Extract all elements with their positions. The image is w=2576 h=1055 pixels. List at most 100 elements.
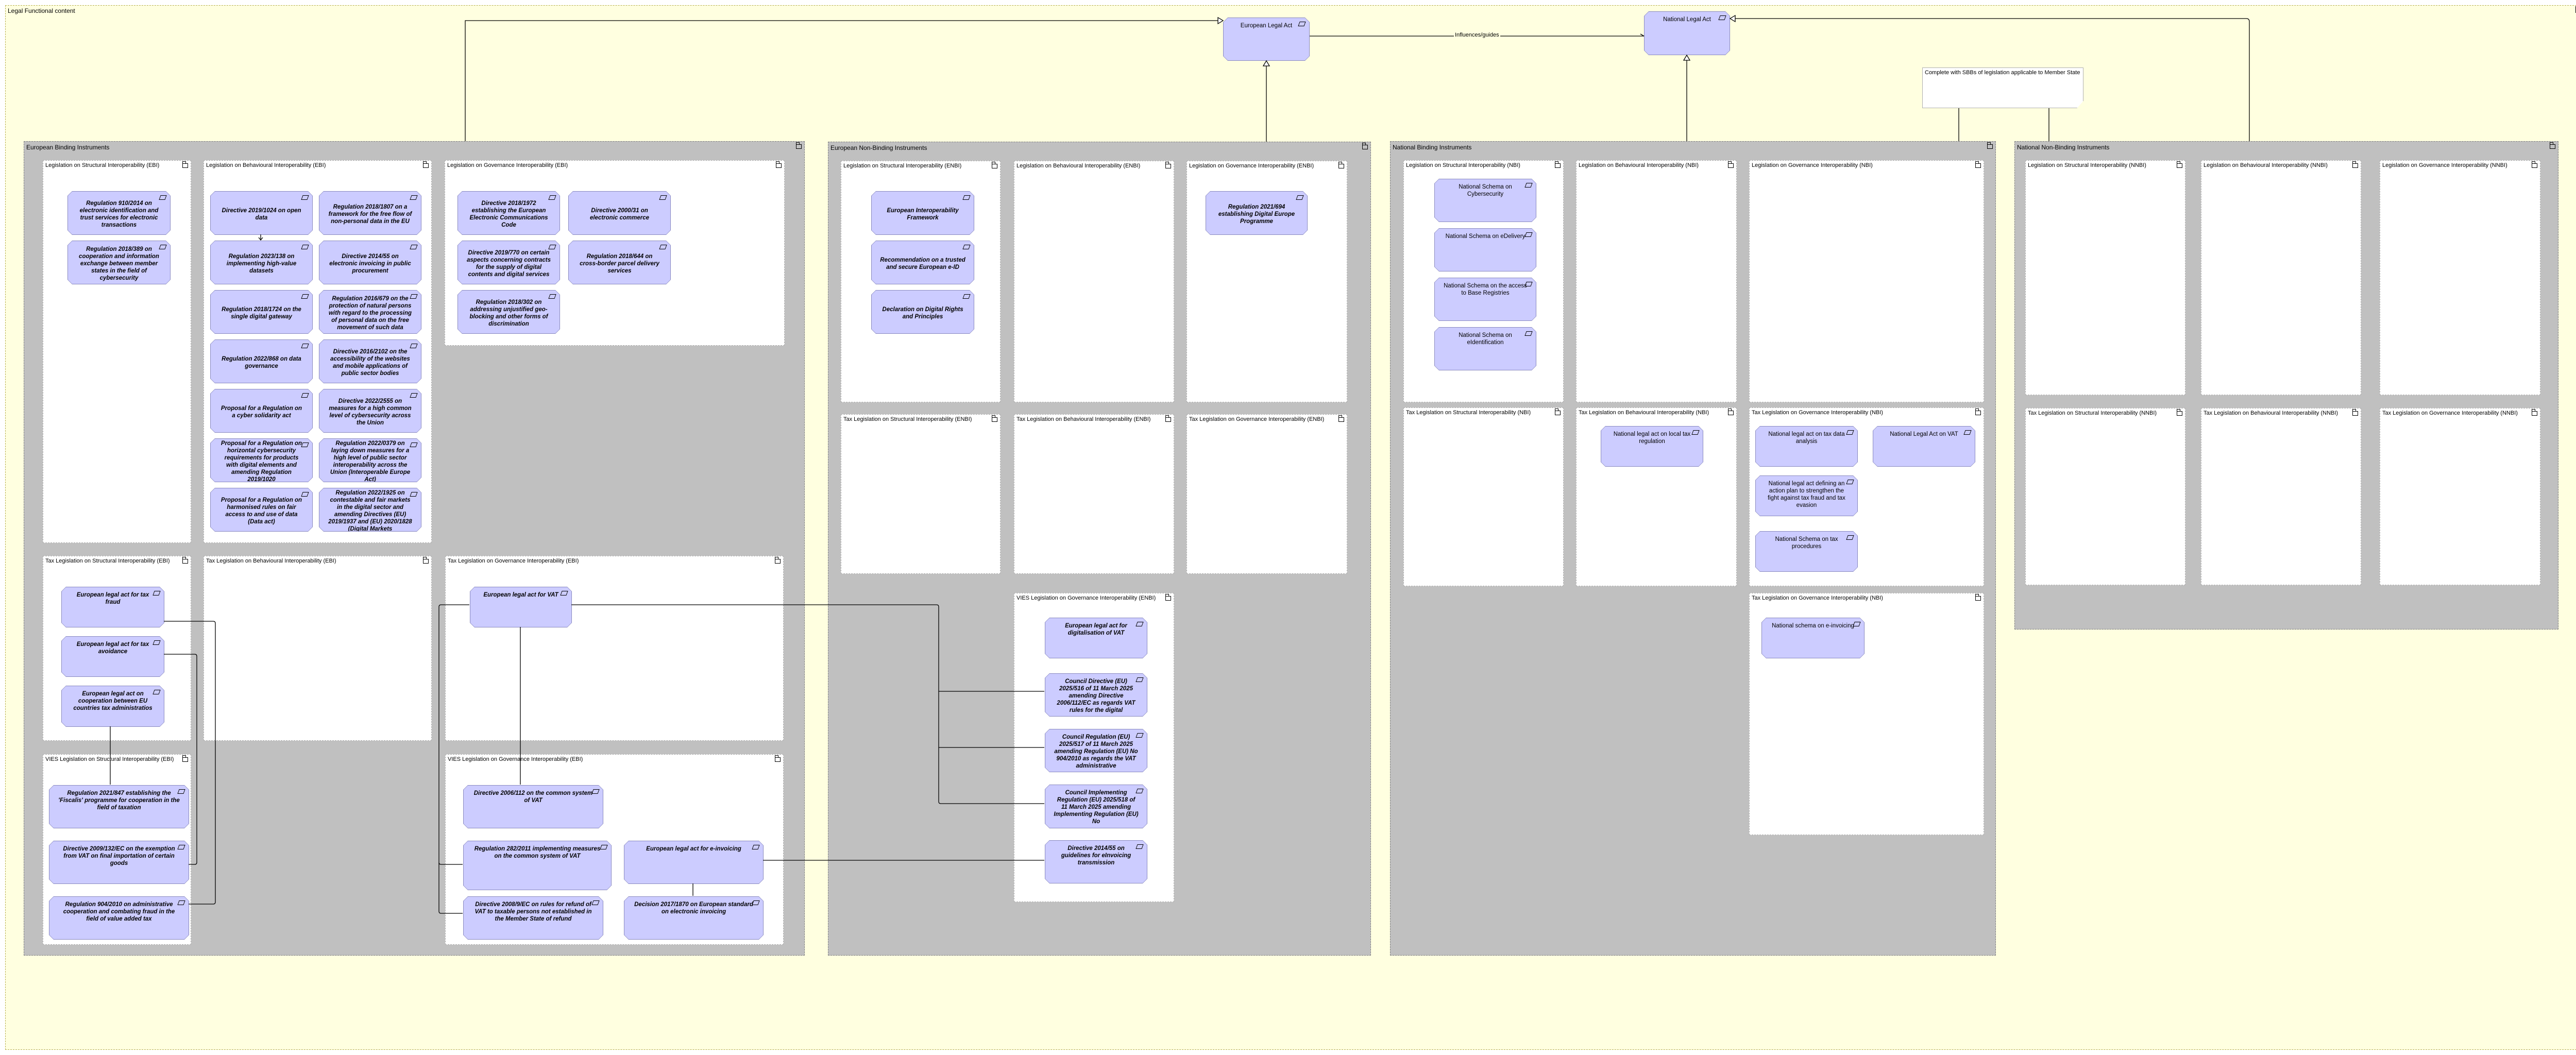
legal-act-item[interactable]: Regulation 2018/1724 on the single digit…: [210, 290, 313, 334]
legal-act-item[interactable]: European legal act for VAT: [470, 587, 572, 627]
legal-act-item[interactable]: Regulation 2018/302 on addressing unjust…: [457, 290, 560, 334]
package-icon: [776, 161, 782, 168]
legal-act-item[interactable]: Regulation 2022/0379 on laying down meas…: [319, 438, 421, 482]
package-icon: [2177, 161, 2182, 168]
panel-label: Legislation on Behavioural Interoperabil…: [1579, 162, 1699, 168]
legal-act-item[interactable]: National legal act defining an action pl…: [1755, 475, 1858, 516]
panel-enbi-4[interactable]: Tax Legislation on Behavioural Interoper…: [1014, 414, 1174, 574]
legal-act-item[interactable]: National Schema on the access to Base Re…: [1434, 278, 1536, 321]
panel-ebi-5[interactable]: Tax Legislation on Governance Interopera…: [445, 556, 784, 741]
legal-act-item[interactable]: Proposal for a Regulation on horizontal …: [210, 438, 313, 482]
panel-nnbi-0[interactable]: Legislation on Structural Interoperabili…: [2025, 160, 2185, 395]
legal-act-item[interactable]: European Interoperability Framework: [871, 191, 974, 235]
legal-act-item[interactable]: European legal act for tax fraud: [61, 587, 164, 627]
legal-act-item[interactable]: Directive 2018/1972 establishing the Eur…: [457, 191, 560, 235]
panel-nnbi-1[interactable]: Legislation on Behavioural Interoperabil…: [2201, 160, 2361, 395]
legal-act-item[interactable]: National Schema on eDelivery: [1434, 228, 1536, 271]
legal-act-item[interactable]: Directive 2016/2102 on the accessibility…: [319, 339, 421, 383]
legal-act-item[interactable]: Directive 2000/31 on electronic commerce: [568, 191, 671, 235]
legal-act-item[interactable]: Regulation 2023/138 on implementing high…: [210, 241, 313, 284]
legal-act-item[interactable]: National legal act on tax data analysis: [1755, 426, 1858, 467]
panel-nbi-1[interactable]: Legislation on Behavioural Interoperabil…: [1576, 160, 1737, 402]
panel-label: Legislation on Behavioural Interoperabil…: [1016, 163, 1141, 169]
legal-act-item[interactable]: Directive 2019/1024 on open data: [210, 191, 313, 235]
legal-act-item[interactable]: Regulation 2022/868 on data governance: [210, 339, 313, 383]
item-label: Directive 2014/55 on electronic invoicin…: [329, 253, 411, 274]
legal-act-item[interactable]: Directive 2009/132/EC on the exemption f…: [49, 841, 189, 884]
item-body: European legal act for VAT: [470, 587, 571, 627]
legal-act-item[interactable]: Recommendation on a trusted and secure E…: [871, 241, 974, 284]
panel-nnbi-5[interactable]: Tax Legislation on Governance Interopera…: [2380, 408, 2540, 585]
panel-nnbi-3[interactable]: Tax Legislation on Structural Interopera…: [2025, 408, 2185, 585]
legal-act-item[interactable]: Directive 2006/112 on the common system …: [463, 785, 603, 828]
legal-act-item[interactable]: European legal act for digitalisation of…: [1045, 618, 1147, 658]
panel-label: Legislation on Governance Interoperabili…: [1752, 162, 1873, 168]
item-body: Regulation 2023/138 on implementing high…: [211, 241, 312, 284]
item-body: European legal act on cooperation betwee…: [62, 686, 164, 726]
legal-act-item[interactable]: Regulation 2021/694 establishing Digital…: [1206, 191, 1308, 235]
panel-nbi-2[interactable]: Legislation on Governance Interoperabili…: [1749, 160, 1984, 402]
legal-act-item[interactable]: European legal act for tax avoidance: [61, 636, 164, 677]
diagram-title: Legal Functional content: [8, 7, 75, 14]
panel-enbi-3[interactable]: Tax Legislation on Structural Interopera…: [841, 414, 1001, 574]
legal-act-item[interactable]: National Legal Act on VAT: [1873, 426, 1975, 467]
legal-act-item[interactable]: Decision 2017/1870 on European standard …: [624, 896, 764, 940]
legal-act-item[interactable]: National legal act on local tax regulati…: [1601, 426, 1703, 467]
panel-ebi-4[interactable]: Tax Legislation on Behavioural Interoper…: [204, 556, 432, 741]
legal-act-item[interactable]: Regulation 2021/847 establishing the 'Fi…: [49, 785, 189, 828]
panel-enbi-5[interactable]: Tax Legislation on Governance Interopera…: [1187, 414, 1347, 574]
legal-act-item[interactable]: Directive 2008/9/EC on rules for refund …: [463, 896, 603, 940]
item-label: Council Directive (EU) 2025/516 of 11 Ma…: [1057, 678, 1136, 713]
item-body: National Schema on eDelivery: [1435, 229, 1536, 271]
legal-act-item[interactable]: Council Implementing Regulation (EU) 202…: [1045, 785, 1147, 828]
legal-act-item[interactable]: Proposal for a Regulation on harmonised …: [210, 488, 313, 532]
legal-act-item[interactable]: Directive 2014/55 on guidelines for eInv…: [1045, 840, 1147, 883]
national-legal-act[interactable]: National Legal Act: [1644, 11, 1730, 55]
panel-nbi-3[interactable]: Tax Legislation on Structural Interopera…: [1403, 407, 1564, 586]
panel-enbi-1[interactable]: Legislation on Behavioural Interoperabil…: [1014, 161, 1174, 402]
package-icon: [775, 755, 781, 762]
legal-act-item[interactable]: Directive 2014/55 on electronic invoicin…: [319, 241, 421, 284]
legal-act-item[interactable]: Declaration on Digital Rights and Princi…: [871, 290, 974, 334]
legal-act-item[interactable]: European legal act for e-invoicing: [624, 841, 764, 884]
item-body: Directive 2008/9/EC on rules for refund …: [464, 897, 603, 939]
item-body: Council Implementing Regulation (EU) 202…: [1045, 785, 1147, 828]
legal-act-item[interactable]: Regulation 910/2014 on electronic identi…: [67, 191, 171, 235]
legal-act-item[interactable]: Directive 2022/2555 on measures for a hi…: [319, 389, 421, 433]
note-text: Complete with SBBs of legislation applic…: [1925, 70, 2080, 76]
legal-act-item[interactable]: Directive 2019/770 on certain aspects co…: [457, 241, 560, 284]
legal-act-item[interactable]: Council Directive (EU) 2025/516 of 11 Ma…: [1045, 673, 1147, 717]
item-body: National Legal Act: [1645, 12, 1730, 55]
item-label: Regulation 2022/0379 on laying down meas…: [330, 440, 411, 482]
legal-act-item[interactable]: European legal act on cooperation betwee…: [61, 686, 164, 727]
legal-act-item[interactable]: Regulation 2018/1807 on a framework for …: [319, 191, 421, 235]
item-body: Regulation 2018/302 on addressing unjust…: [458, 291, 560, 333]
panel-label: Legislation on Governance Interoperabili…: [1189, 163, 1314, 169]
legal-act-item[interactable]: Regulation 2016/679 on the protection of…: [319, 290, 421, 334]
package-icon: [2352, 409, 2358, 416]
item-label: Regulation 2018/1724 on the single digit…: [222, 306, 301, 320]
legal-act-item[interactable]: Regulation 904/2010 on administrative co…: [49, 896, 189, 940]
legal-act-item[interactable]: Regulation 2022/1925 on contestable and …: [319, 488, 421, 532]
package-icon: [796, 142, 802, 149]
panel-nnbi-4[interactable]: Tax Legislation on Behavioural Interoper…: [2201, 408, 2361, 585]
legal-act-item[interactable]: Regulation 2018/389 on cooperation and i…: [67, 241, 171, 284]
legal-act-item[interactable]: National Schema on tax procedures: [1755, 531, 1858, 572]
legal-act-item[interactable]: Regulation 282/2011 implementing measure…: [463, 841, 612, 890]
legal-act-item[interactable]: Council Regulation (EU) 2025/517 of 11 M…: [1045, 729, 1147, 772]
panel-label: VIES Legislation on Governance Interoper…: [448, 756, 583, 762]
legal-act-item[interactable]: Proposal for a Regulation on a cyber sol…: [210, 389, 313, 433]
european-legal-act[interactable]: European Legal Act: [1223, 18, 1310, 61]
panel-label: Tax Legislation on Structural Interopera…: [843, 416, 972, 422]
legal-act-item[interactable]: National Schema on Cybersecurity: [1434, 179, 1536, 222]
legal-act-item[interactable]: Regulation 2018/644 on cross-border parc…: [568, 241, 671, 284]
panel-nnbi-2[interactable]: Legislation on Governance Interoperabili…: [2380, 160, 2540, 395]
legal-act-item[interactable]: National schema on e-invoicing: [1761, 618, 1865, 658]
note[interactable]: Complete with SBBs of legislation applic…: [1922, 67, 2083, 108]
item-label: Directive 2019/1024 on open data: [222, 207, 301, 221]
legal-act-item[interactable]: National Schema on eIdentification: [1434, 327, 1536, 370]
